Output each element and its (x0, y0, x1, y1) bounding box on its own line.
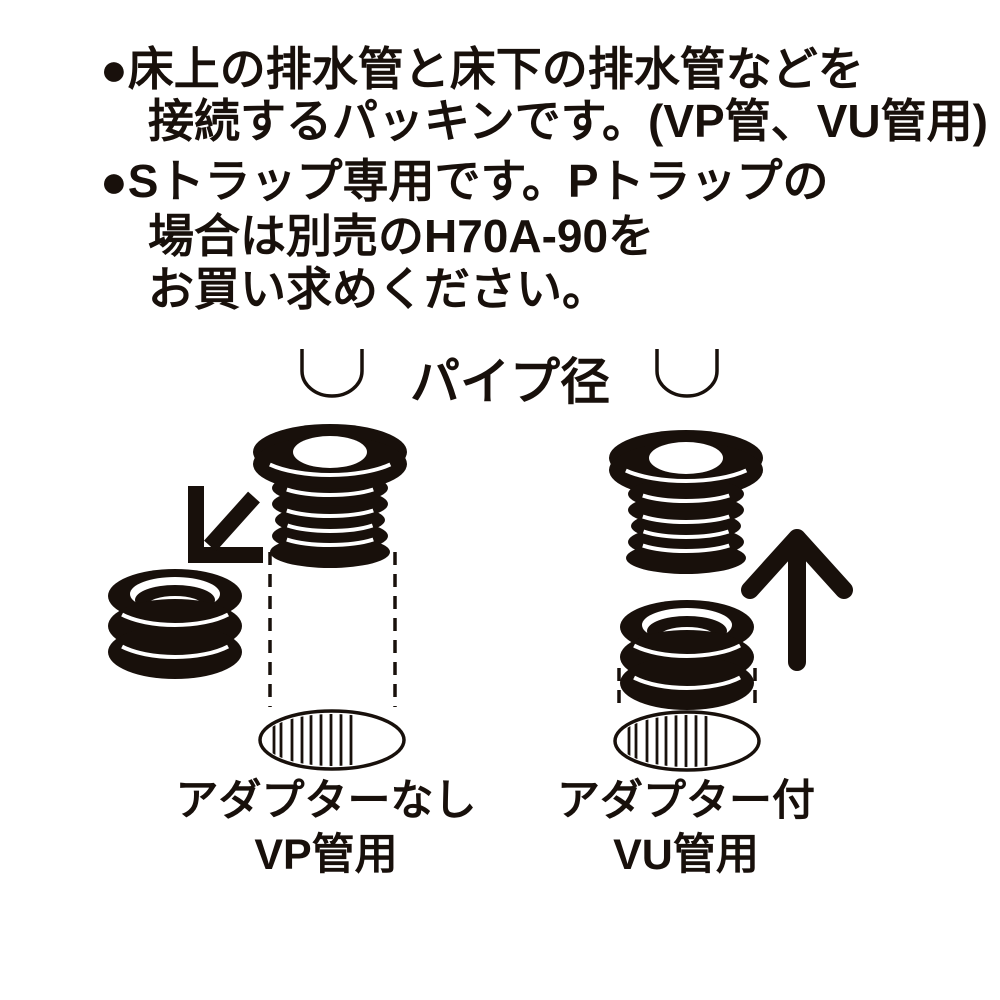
note-line-4: 場合は別売のH70A-90を (148, 210, 655, 262)
right-adapter-ring-illustration (618, 598, 756, 712)
left-caption-adapter: アダプターなし (175, 777, 477, 825)
right-caption-adapter: アダプター付 (557, 777, 815, 825)
left-pipe-end-illustration (260, 710, 404, 770)
pipe-diameter-label: パイプ径 (410, 354, 610, 410)
right-pipe-end-illustration (615, 711, 759, 771)
left-adapter-ring-illustration (106, 567, 244, 681)
left-caption-pipe-type: VP管用 (254, 831, 398, 879)
left-insert-guide-dashes (268, 552, 397, 707)
remove-arrow-icon (188, 486, 263, 563)
note-line-1: ●床上の排水管と床下の排水管などを (100, 43, 864, 95)
left-pipe-top-icon (300, 349, 364, 398)
note-line-5: お買い求めください。 (148, 263, 608, 315)
right-pipe-top-icon (655, 349, 719, 398)
note-line-3: ●Sトラップ専用です。Pトラップの (100, 155, 829, 207)
note-line-2: 接続するパッキンです。(VP管、VU管用) (148, 95, 988, 147)
right-insert-guide-dashes (617, 668, 757, 711)
right-caption-pipe-type: VU管用 (613, 831, 759, 879)
right-packing-illustration (607, 425, 765, 576)
left-packing-illustration (251, 419, 409, 570)
attach-arrow-icon (741, 529, 853, 671)
